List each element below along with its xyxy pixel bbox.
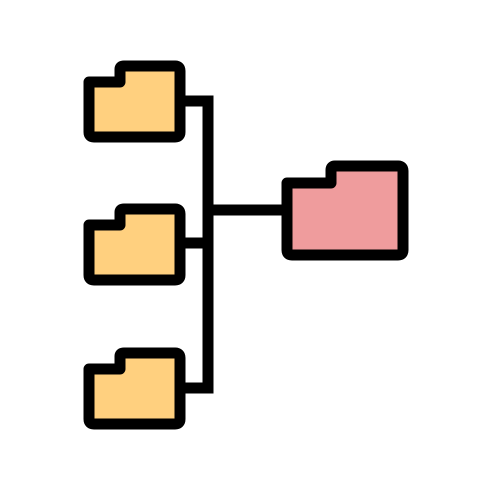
parent-folder-icon bbox=[281, 160, 409, 261]
folder-shape bbox=[83, 60, 186, 143]
connector-lines bbox=[184, 95, 287, 394]
folder-shape bbox=[83, 347, 186, 430]
child-folder-middle-icon bbox=[83, 203, 186, 286]
folder-shape bbox=[83, 203, 186, 286]
folder-shape bbox=[281, 160, 409, 261]
child-folder-bottom-icon bbox=[83, 347, 186, 430]
child-folder-top-icon bbox=[83, 60, 186, 143]
